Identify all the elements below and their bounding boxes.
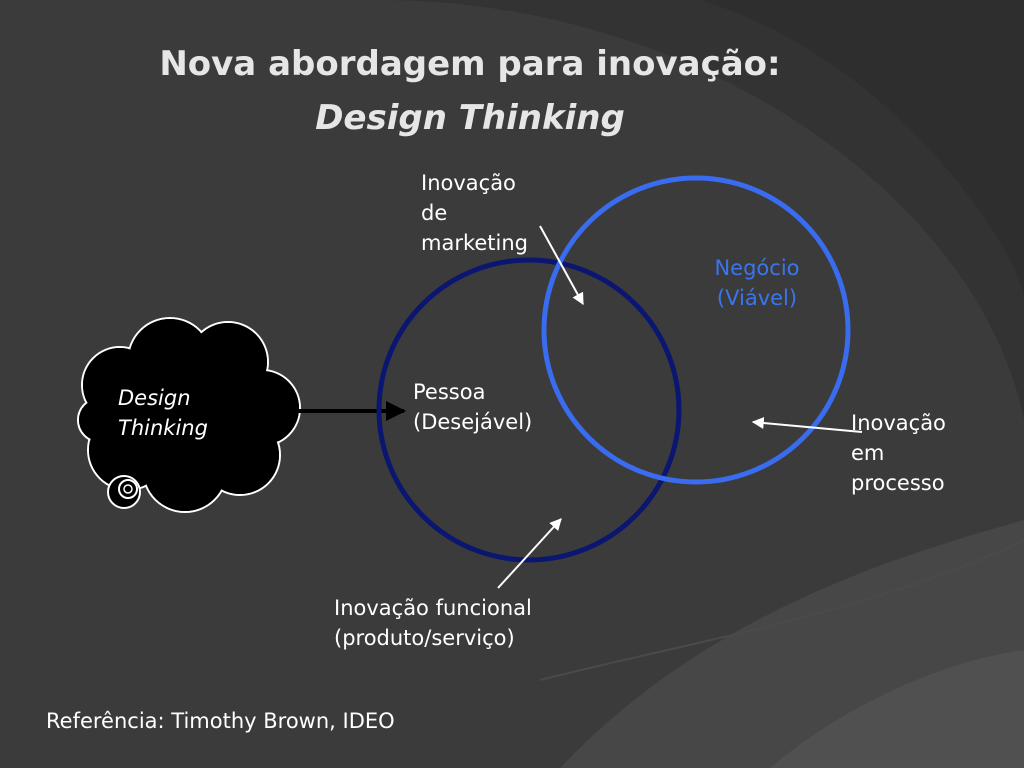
thought-cloud-icon: [77, 317, 301, 513]
process-annotation: Inovação em processo: [851, 411, 946, 495]
page-subtitle: Design Thinking: [315, 98, 625, 138]
functional-annotation: Inovação funcional (produto/serviço): [334, 596, 532, 650]
cloud-label: Design Thinking: [118, 386, 208, 440]
marketing-arrow: [539, 225, 584, 306]
reference-text: Referência: Timothy Brown, IDEO: [46, 709, 395, 733]
business-label: Negócio (Viável): [714, 256, 800, 310]
marketing-annotation: Inovação de marketing: [421, 171, 528, 255]
people-label: Pessoa (Desejável): [413, 380, 533, 434]
page-title: Nova abordagem para inovação:: [159, 44, 781, 84]
people-circle: [376, 257, 682, 563]
functional-arrow: [497, 518, 562, 589]
business-circle: [541, 175, 851, 485]
process-arrow: [751, 417, 863, 433]
